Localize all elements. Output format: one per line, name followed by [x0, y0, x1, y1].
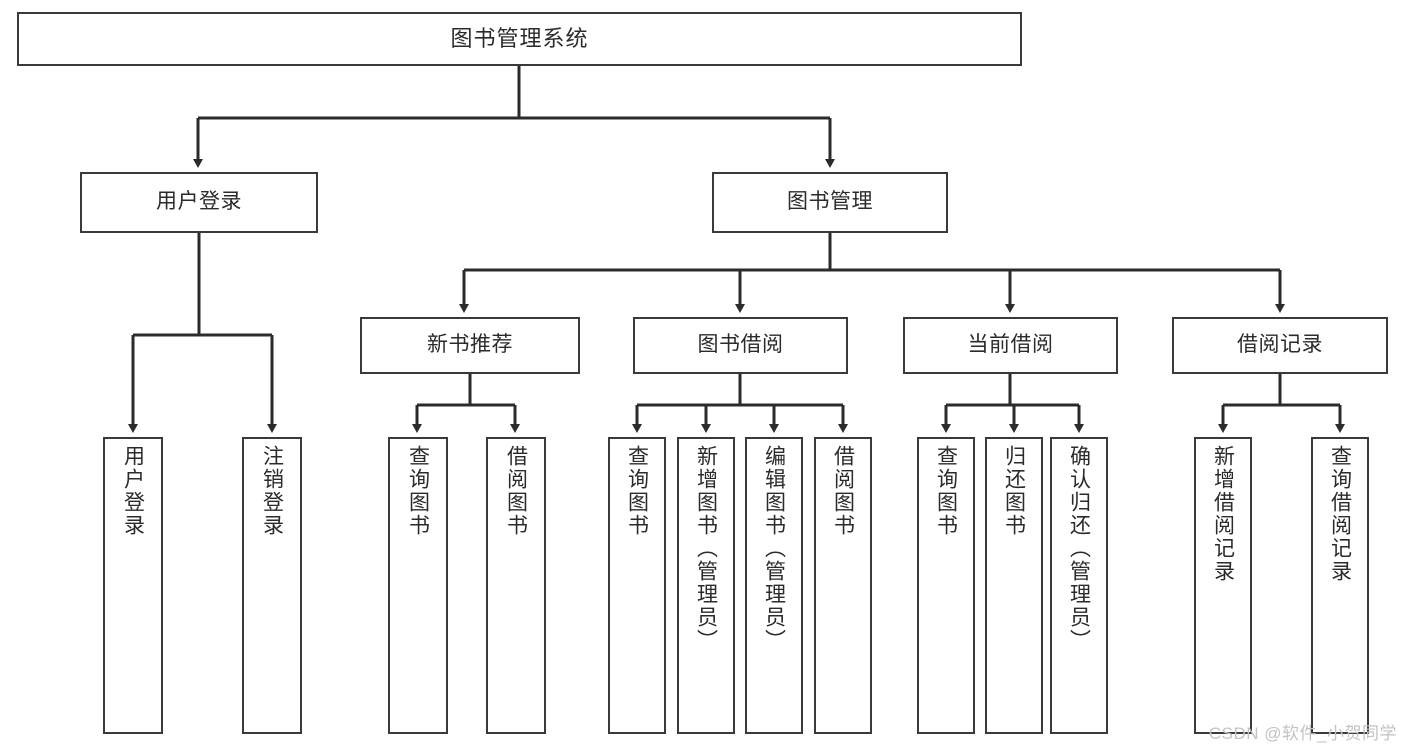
node-user-login[interactable]: 用户登录: [80, 172, 318, 233]
leaf-borrow-book[interactable]: 借阅图书: [814, 437, 872, 734]
leaf-edit-book-admin[interactable]: 编辑图书（管理员）: [745, 437, 803, 734]
leaf-query-book-borrow[interactable]: 查询图书: [608, 437, 666, 734]
watermark: CSDN @软件_小贺同学: [1208, 724, 1397, 743]
node-label: 用户登录: [156, 190, 242, 214]
leaf-logout[interactable]: 注销登录: [242, 437, 302, 734]
node-label: 借阅图书: [831, 445, 855, 537]
node-label: 借阅图书: [504, 445, 528, 537]
node-label: 借阅记录: [1237, 333, 1323, 357]
node-label: 当前借阅: [967, 333, 1054, 357]
node-book-borrow[interactable]: 图书借阅: [633, 317, 848, 374]
node-label: 新增借阅记录: [1211, 445, 1235, 583]
node-root-book-management-system[interactable]: 图书管理系统: [17, 12, 1022, 66]
node-label: 查询图书: [406, 445, 430, 537]
leaf-add-borrow-record[interactable]: 新增借阅记录: [1194, 437, 1252, 734]
node-label: 新增图书（管理员）: [694, 445, 718, 652]
leaf-borrow-book-recommend[interactable]: 借阅图书: [486, 437, 546, 734]
node-label: 编辑图书（管理员）: [762, 445, 786, 652]
leaf-query-book-recommend[interactable]: 查询图书: [388, 437, 448, 734]
node-book-management[interactable]: 图书管理: [712, 172, 948, 233]
node-label: 查询借阅记录: [1328, 445, 1352, 583]
leaf-query-book-current[interactable]: 查询图书: [917, 437, 975, 734]
node-label: 图书管理: [787, 190, 873, 214]
node-label: 确认归还（管理员）: [1067, 445, 1091, 652]
leaf-add-book-admin[interactable]: 新增图书（管理员）: [677, 437, 735, 734]
node-label: 查询图书: [625, 445, 649, 537]
node-label: 新书推荐: [427, 333, 513, 357]
leaf-query-borrow-record[interactable]: 查询借阅记录: [1311, 437, 1369, 734]
leaf-user-login[interactable]: 用户登录: [103, 437, 163, 734]
node-label: 查询图书: [934, 445, 958, 537]
node-label: 归还图书: [1002, 445, 1026, 537]
node-label: 图书管理系统: [450, 26, 589, 52]
node-label: 用户登录: [121, 445, 145, 537]
leaf-confirm-return-admin[interactable]: 确认归还（管理员）: [1050, 437, 1108, 734]
node-label: 注销登录: [260, 445, 284, 537]
node-borrow-record[interactable]: 借阅记录: [1172, 317, 1388, 374]
node-label: 图书借阅: [697, 333, 784, 357]
node-new-book-recommend[interactable]: 新书推荐: [360, 317, 580, 374]
leaf-return-book[interactable]: 归还图书: [985, 437, 1043, 734]
node-current-borrow[interactable]: 当前借阅: [903, 317, 1118, 374]
